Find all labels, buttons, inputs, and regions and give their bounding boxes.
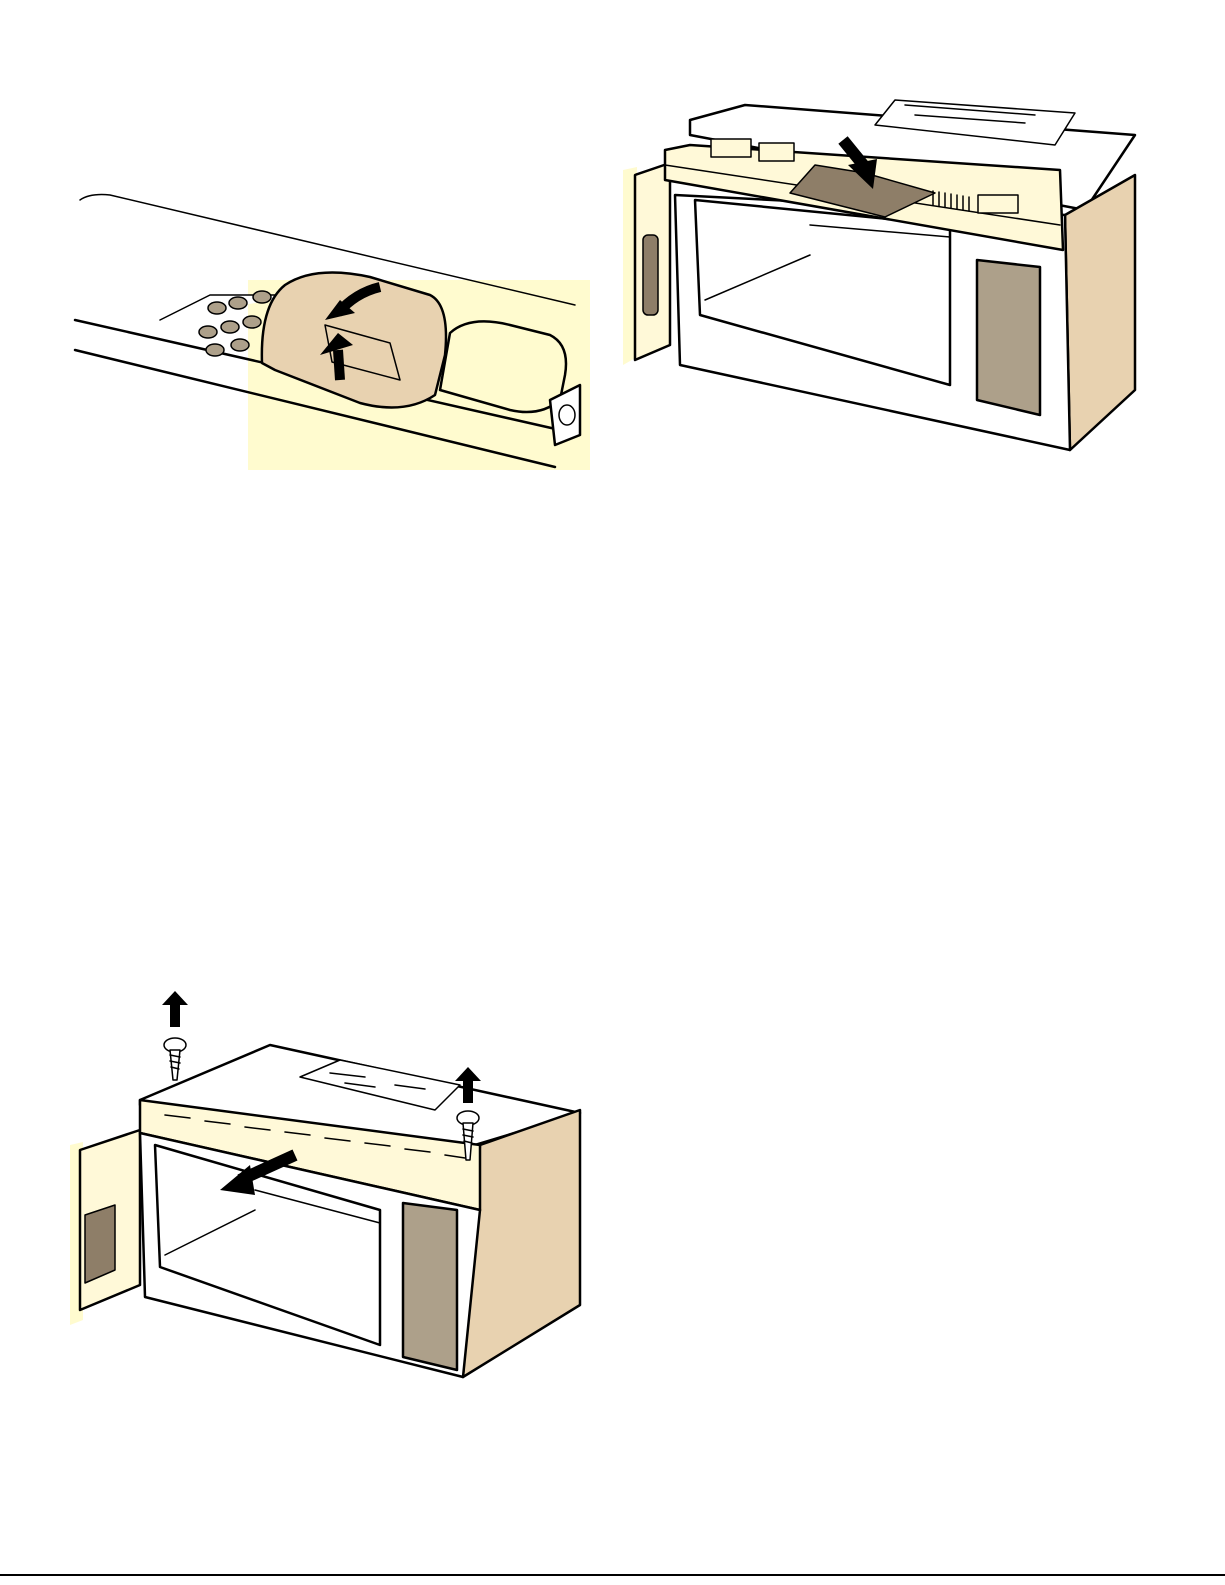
vent-grille-figure [615, 95, 1150, 460]
pull-up-arrow-icon [338, 350, 340, 380]
light-bulb-replacement-icon [70, 185, 600, 475]
cabinet-side [1065, 175, 1135, 450]
microwave-screw-removal-icon [65, 985, 590, 1385]
control-panel [403, 1203, 457, 1370]
screw-left-icon [162, 991, 188, 1080]
screw-removal-figure [65, 985, 590, 1385]
control-panel [977, 260, 1040, 415]
light-bulb-replacement-figure [70, 185, 600, 475]
footer-rule [0, 1574, 1225, 1576]
microwave-vent-grille-icon [615, 95, 1150, 460]
